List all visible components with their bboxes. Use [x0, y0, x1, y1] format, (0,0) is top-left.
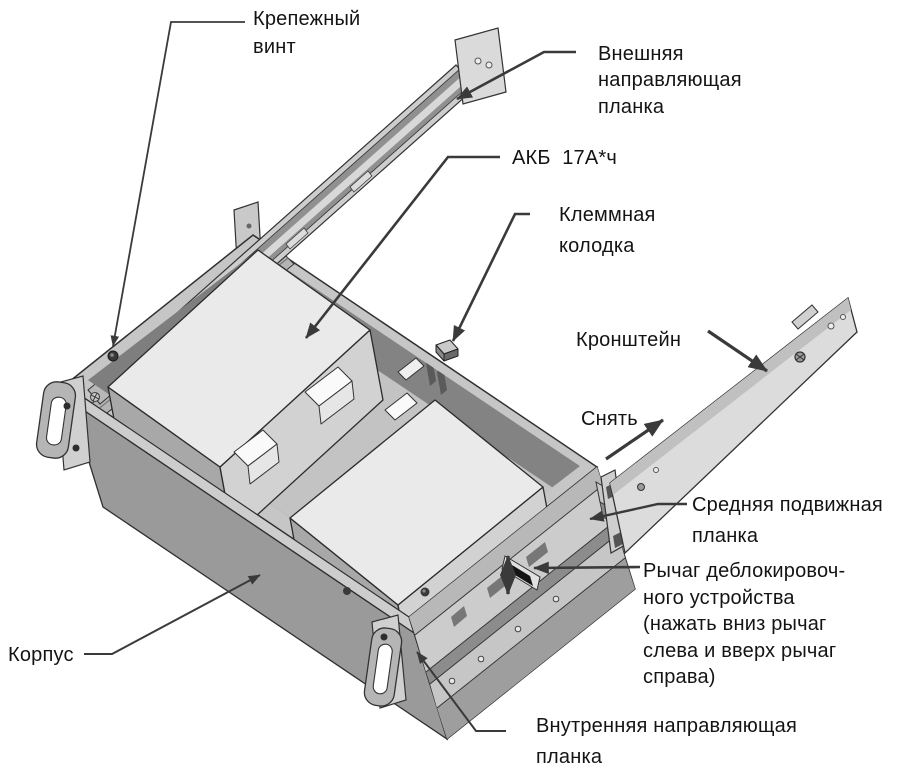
middle-rail-assembly — [408, 465, 636, 741]
terminal-block-leader — [451, 212, 530, 342]
mounting-screw — [107, 350, 119, 362]
battery-clips — [233, 357, 425, 485]
middle-rail-leader — [589, 502, 687, 522]
label-battery: АКБ 17А*ч — [512, 147, 618, 169]
rail-mounting-plate — [454, 27, 507, 105]
battery-leader — [304, 155, 500, 339]
release-lever-part — [512, 565, 533, 586]
label-release-lever: Рычаг деблокировоч- ного устройства (наж… — [643, 560, 846, 689]
label-case: Корпус — [8, 644, 74, 666]
remove-arrow — [605, 418, 664, 461]
label-inner-rail: Внутренняя направляющая планка — [536, 715, 798, 768]
inner-rail-screws — [448, 595, 560, 685]
mounting-screw-leader — [110, 21, 245, 347]
label-remove: Снять — [581, 408, 638, 430]
front-left-ear — [35, 375, 91, 471]
label-mounting-screw: Крепежный винт — [253, 8, 361, 58]
outer-rail-leader — [456, 50, 576, 101]
label-middle-rail: Средняя подвижная планка — [692, 494, 883, 547]
label-bracket: Кронштейн — [576, 329, 682, 351]
leader-lines — [84, 21, 768, 732]
label-outer-rail: Внешняя направляющая планка — [598, 43, 742, 118]
label-terminal-block: Клеммная колодка — [559, 204, 656, 257]
rim-screws — [89, 391, 430, 597]
case-leader — [84, 574, 261, 655]
terminal-block-part — [435, 339, 459, 362]
front-right-ear — [363, 614, 407, 709]
bracket-part — [600, 296, 858, 555]
release-lever-leader — [533, 561, 641, 575]
inner-rail-leader — [416, 651, 506, 732]
bracket-arrow — [707, 329, 768, 373]
